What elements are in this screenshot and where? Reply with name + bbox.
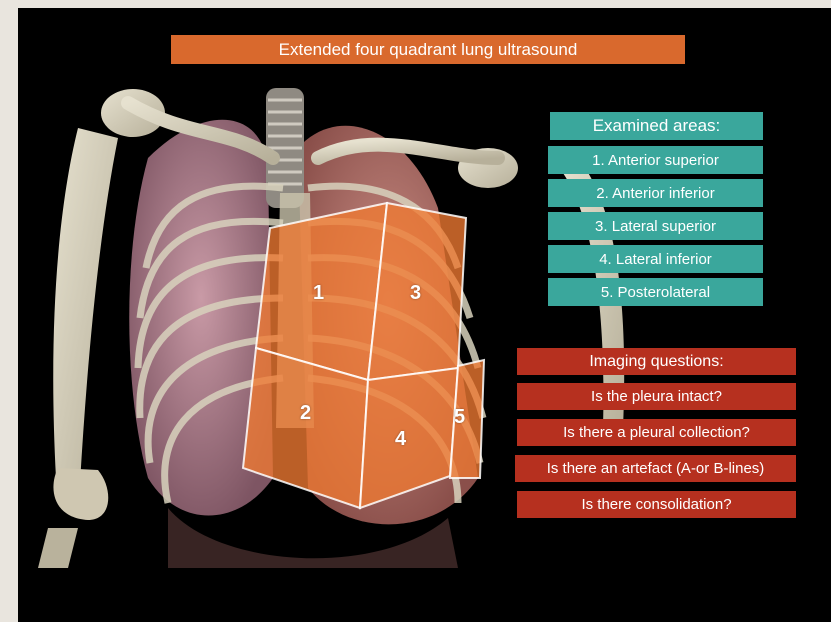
zone-1-label: 1 <box>313 282 324 305</box>
examined-area-item: 4. Lateral inferior <box>548 245 763 273</box>
imaging-question-item: Is there consolidation? <box>517 491 796 518</box>
examined-areas-header: Examined areas: <box>550 112 763 140</box>
left-humerus <box>53 128 118 483</box>
zone-4-label: 4 <box>395 428 406 451</box>
examined-area-item: 3. Lateral superior <box>548 212 763 240</box>
ultrasound-zones <box>243 203 484 508</box>
slide: 1 3 2 4 5 Extended four quadrant lung ul… <box>18 8 831 622</box>
zone-2-label: 2 <box>300 402 311 425</box>
imaging-question-item: Is the pleura intact? <box>517 383 796 410</box>
thorax-illustration <box>18 8 831 622</box>
examined-area-item: 5. Posterolateral <box>548 278 763 306</box>
imaging-question-item: Is there a pleural collection? <box>517 419 796 446</box>
page-title: Extended four quadrant lung ultrasound <box>171 35 685 64</box>
zone-3-label: 3 <box>410 282 421 305</box>
examined-area-item: 1. Anterior superior <box>548 146 763 174</box>
left-elbow-joint <box>53 468 108 520</box>
imaging-questions-header: Imaging questions: <box>517 348 796 375</box>
examined-area-item: 2. Anterior inferior <box>548 179 763 207</box>
zone-5-label: 5 <box>454 406 465 429</box>
imaging-question-item: Is there an artefact (A-or B-lines) <box>515 455 796 482</box>
